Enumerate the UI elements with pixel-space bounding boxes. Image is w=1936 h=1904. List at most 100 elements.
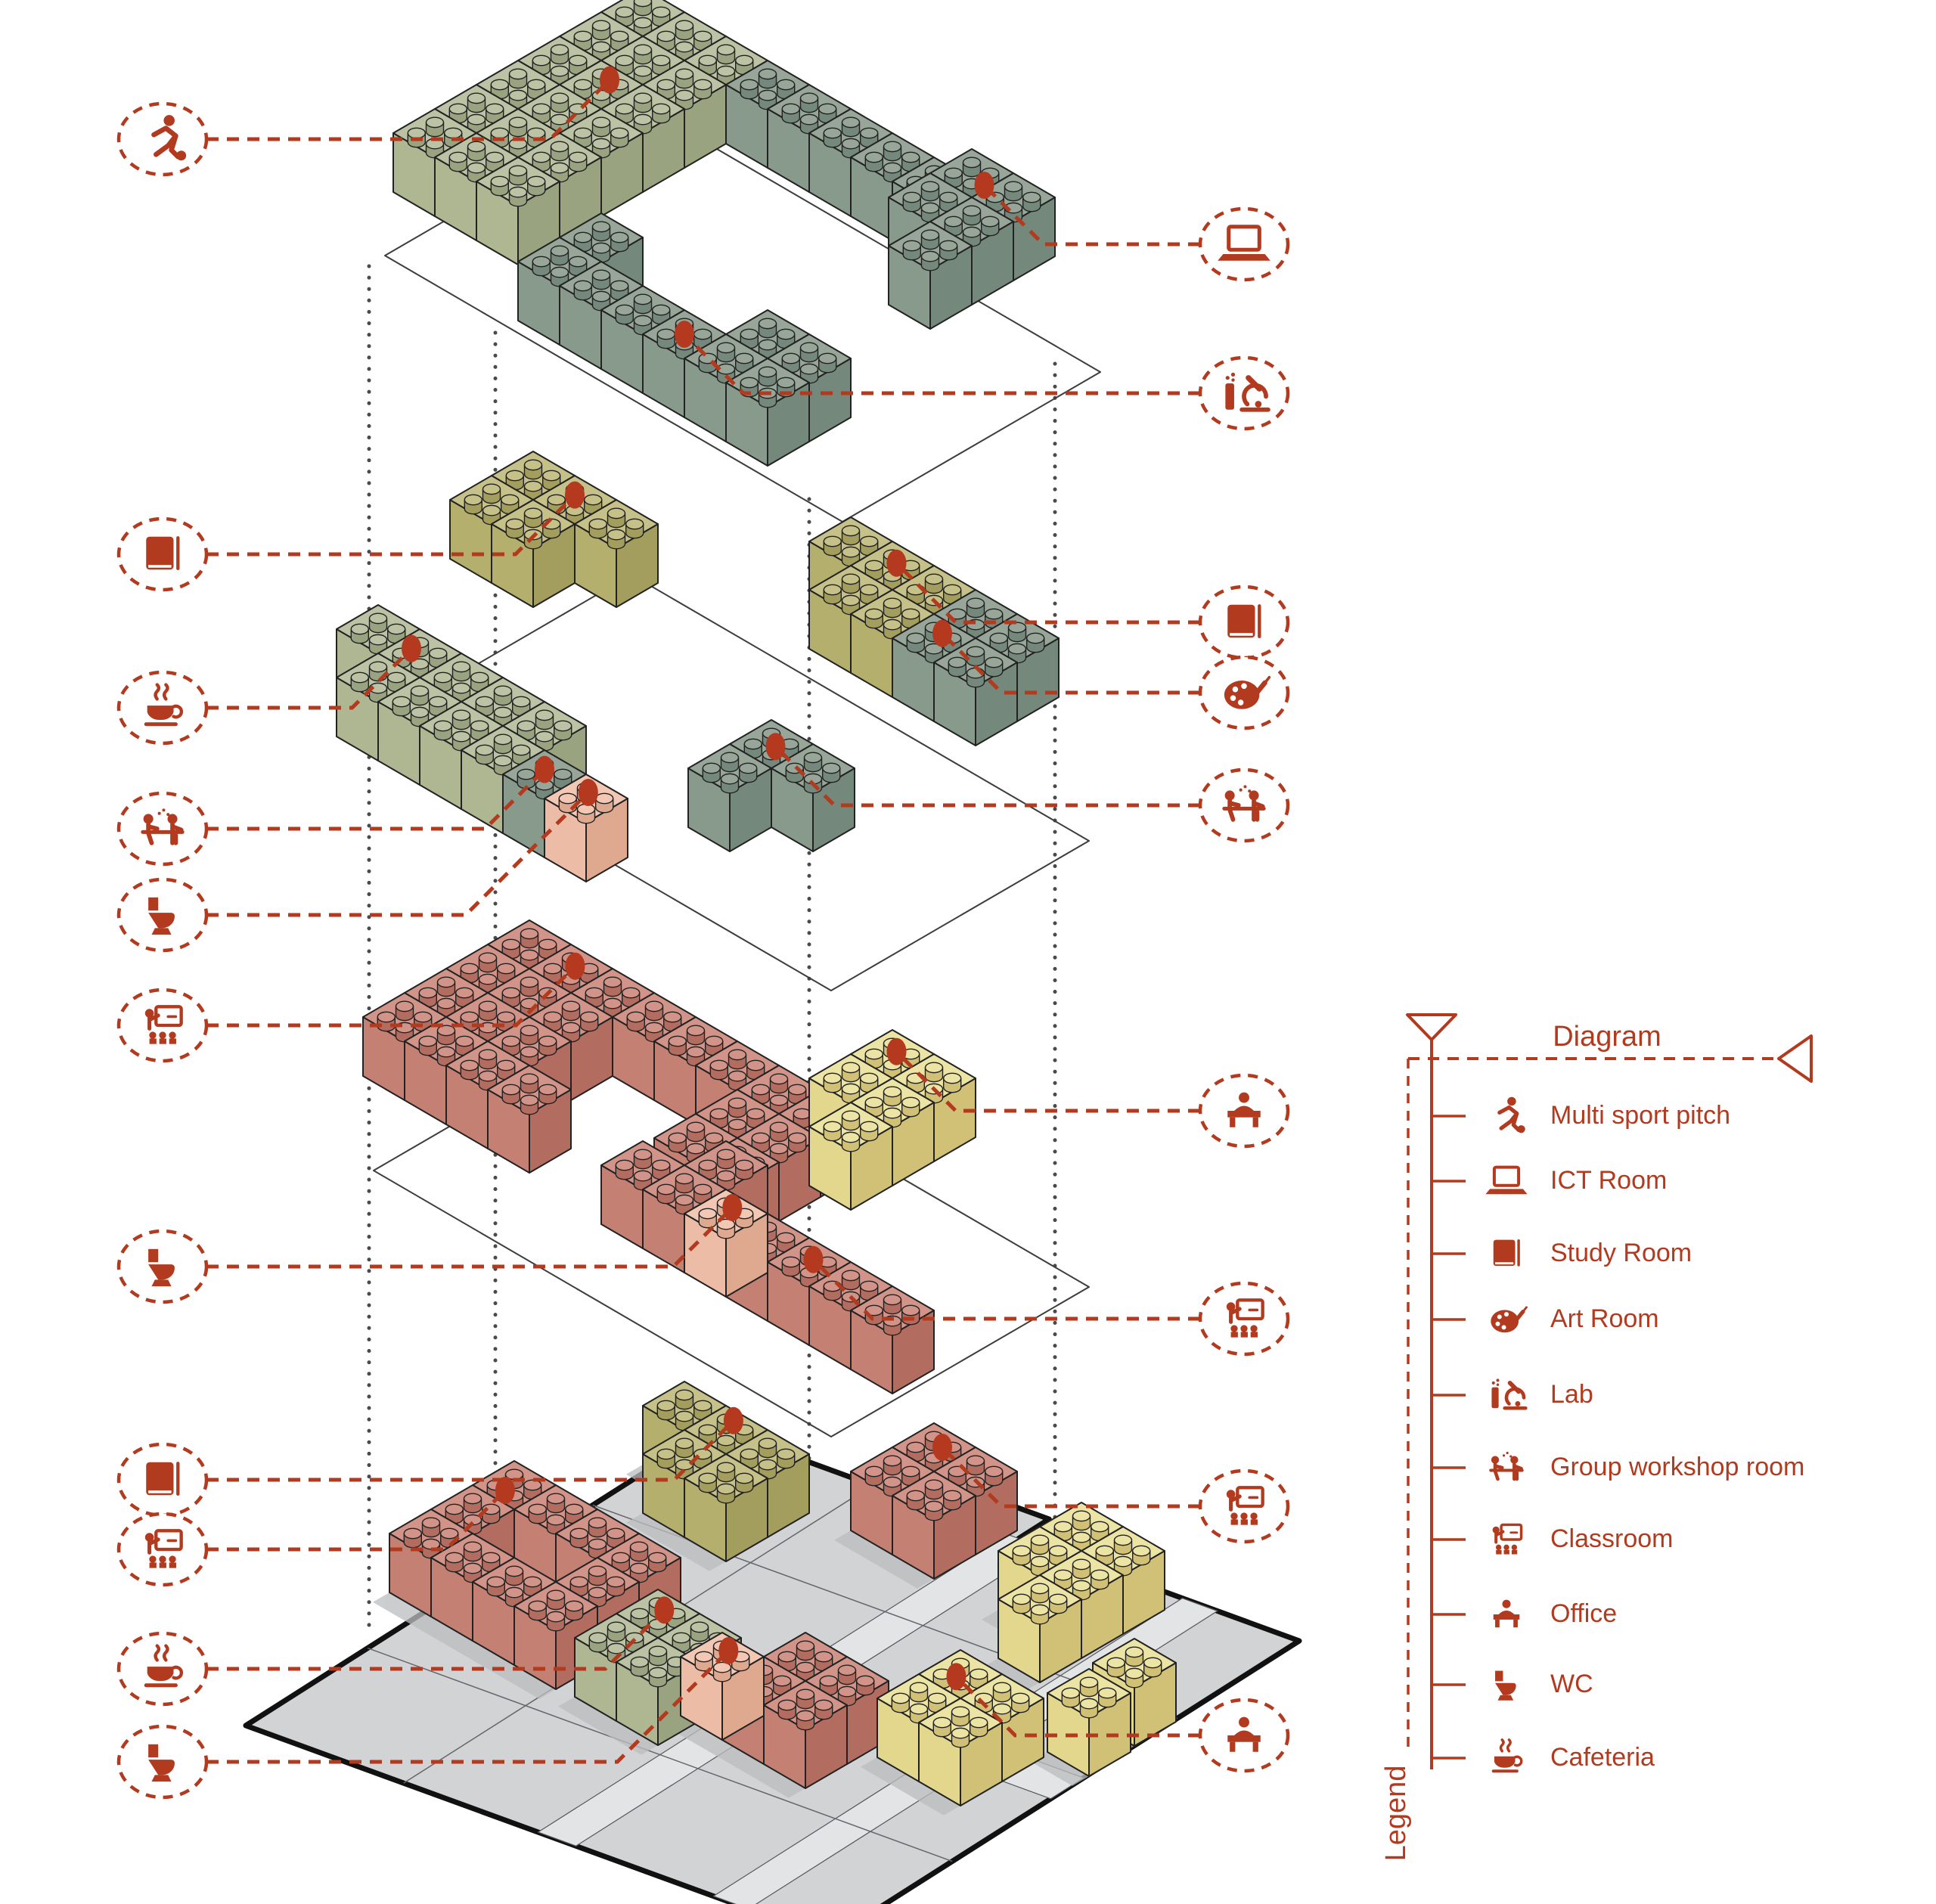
callout-circle [116,791,209,867]
legend-item-art-room: Art Room [1491,1304,1659,1333]
legend-item-office: Office [1493,1599,1617,1628]
workshop-icon [1489,1451,1524,1481]
book-icon [1227,604,1261,639]
classroom-icon [144,1005,183,1044]
room-dot-multi-sport-pitch [600,66,619,94]
callout-line [954,1675,1200,1738]
cafeteria-icon [1491,1738,1523,1773]
legend-item-multi-sport-pitch: Multi sport pitch [1497,1096,1730,1133]
lab-icon [1491,1378,1528,1410]
wc-icon [148,1744,175,1782]
room-dot-classroom [565,952,585,980]
callout-line [206,791,590,917]
workshop-icon [141,808,185,845]
legend-item-classroom: Classroom [1492,1523,1673,1555]
legend-item-label: Cafeteria [1550,1743,1655,1772]
room-dot-wc [578,779,598,806]
room-dot-wc [722,1194,743,1221]
cluster-office [1047,1668,1131,1777]
callout-line [206,1206,734,1269]
callout-line [206,1608,666,1671]
classroom-icon [1492,1523,1523,1555]
callouts [116,66,1290,1800]
legend-item-wc: WC [1495,1670,1593,1701]
room-dot-lab [675,321,694,348]
legend-item-study-room: Study Room [1493,1239,1692,1267]
floor-4-top [384,0,1101,523]
callout-line [206,1489,507,1552]
classroom-icon [1226,1486,1264,1525]
cluster-ict-room [725,60,1018,290]
legend-item-label: WC [1550,1670,1593,1698]
wc-icon [1495,1670,1516,1701]
room-dot-ict-room [974,172,994,199]
callout-line [941,1446,1200,1509]
legend-item-label: ICT Room [1550,1166,1667,1195]
office-icon [1493,1599,1520,1628]
laptop-icon [1485,1165,1528,1195]
room-dot-group-workshop-room [765,733,786,761]
palette-icon [1491,1306,1528,1333]
room-dot-classroom [803,1245,824,1273]
legend-item-label: Office [1550,1599,1617,1628]
callout-line [982,184,1200,247]
legend-item-ict-room: ICT Room [1485,1165,1667,1195]
book-icon [146,1462,180,1496]
legend-item-cafeteria: Cafeteria [1491,1738,1655,1773]
cluster-lab [517,212,852,467]
room-dot-cafeteria [654,1596,675,1624]
book-icon [1493,1239,1520,1267]
legend-item-group-workshop-room: Group workshop room [1489,1451,1804,1481]
legend-item-label: Art Room [1550,1304,1659,1333]
cluster-cafeteria [574,1589,742,1746]
callout-line [206,493,576,557]
runner-icon [151,115,187,161]
wc-icon [148,897,175,935]
callout-line [941,631,1200,695]
room-dot-classroom [495,1477,515,1504]
laptop-icon [1218,225,1270,261]
room-dot-study-room [886,549,907,577]
book-icon [146,536,180,571]
cluster-study-room [449,451,659,608]
room-dot-study-room [565,481,585,509]
room-dot-art-room [932,619,952,647]
cluster-multi-sport-pitch [392,0,768,265]
room-dot-group-workshop-room [535,755,554,783]
floor-1-ground [389,1381,1177,1806]
lab-icon [1225,372,1270,412]
callout-line [683,333,1200,395]
callout-line [206,965,577,1028]
legend-item-label: Lab [1550,1380,1593,1409]
room-dot-cafeteria [402,634,421,662]
legend-item-lab: Lab [1491,1378,1593,1410]
office-icon [1227,1092,1261,1127]
office-icon [1227,1716,1261,1752]
cluster-classroom [389,1460,681,1690]
runner-icon [1497,1096,1525,1133]
callout-circle [116,101,209,177]
legend-item-label: Multi sport pitch [1550,1101,1730,1130]
callout-line [206,1649,731,1764]
palette-icon [1224,675,1271,709]
legend-title: Diagram [1553,1021,1661,1053]
legend-item-label: Classroom [1550,1524,1673,1553]
classroom-icon [1226,1298,1264,1338]
classroom-icon [144,1529,183,1568]
cluster-office [808,1029,976,1211]
callout-line [206,647,413,710]
room-dot-office [886,1037,907,1065]
callout-line [206,767,546,831]
wc-icon [148,1248,175,1287]
workshop-icon [1222,785,1266,822]
cafeteria-icon [144,683,184,727]
callout-circle [1198,206,1290,282]
cluster-art-room [892,589,1060,746]
cluster-office [997,1502,1165,1683]
legend-item-label: Group workshop room [1550,1453,1804,1481]
callout-line [206,78,611,141]
